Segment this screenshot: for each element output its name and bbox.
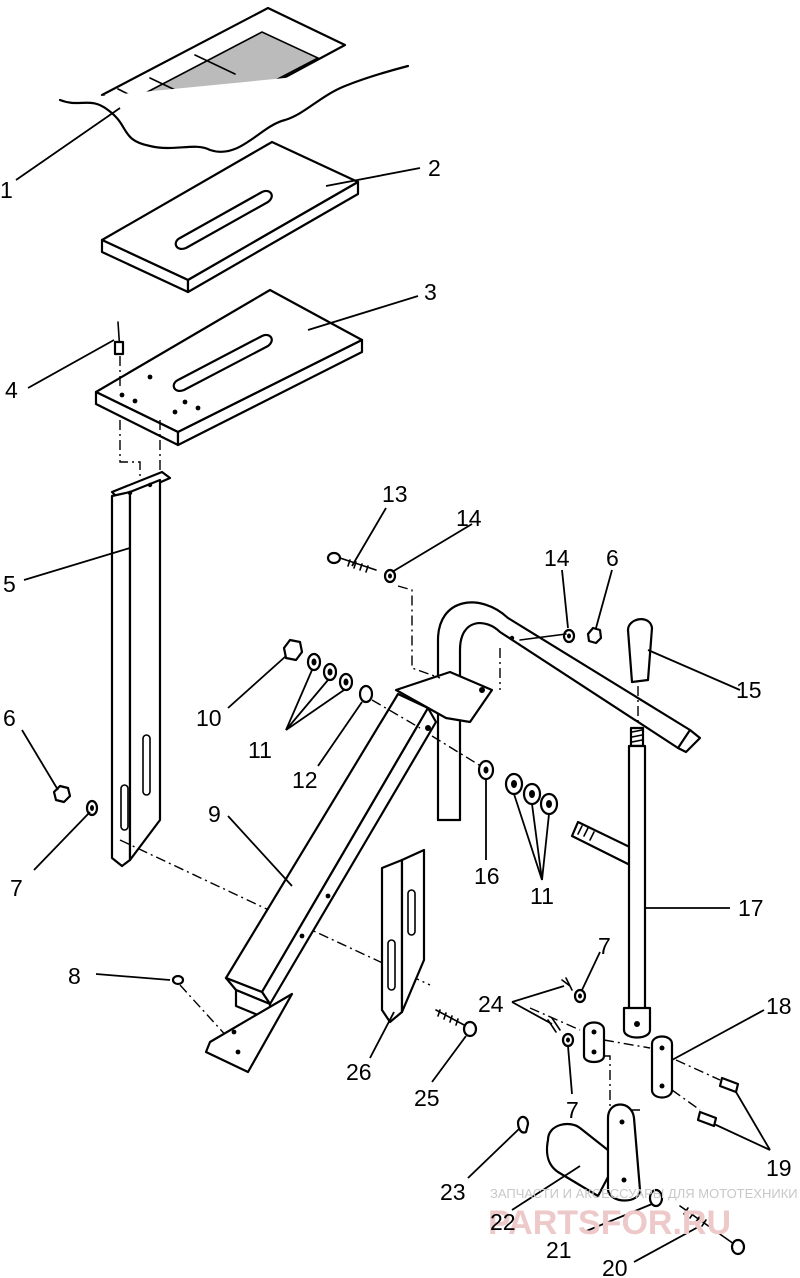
callout-4: 4	[5, 377, 18, 403]
callout-7: 7	[10, 875, 23, 901]
callout-2: 2	[428, 155, 441, 181]
part-21-washer	[648, 1188, 664, 1208]
part-20-bolt	[679, 1205, 746, 1256]
watermark-caption: ЗАПЧАСТИ И АКСЕССУАРЫ ДЛЯ МОТОТЕХНИКИ	[490, 1186, 798, 1201]
callout-15: 15	[736, 677, 762, 703]
callout-23: 23	[440, 1179, 466, 1205]
callout-18: 18	[766, 993, 792, 1019]
leader-lines	[15, 107, 771, 1263]
watermark-logo: PARTSFOR.RU	[488, 1204, 731, 1242]
part-18-linkage-plates	[582, 1021, 674, 1099]
part-4-screw	[113, 321, 125, 386]
callout-24: 24	[478, 991, 504, 1017]
callout-25: 25	[414, 1085, 440, 1111]
part-6-nut-right	[586, 626, 603, 645]
callout-17: 17	[738, 895, 764, 921]
part-25-bolt	[435, 1009, 478, 1038]
frame-bracket-plate	[394, 670, 494, 724]
callout-26: 26	[346, 1059, 372, 1085]
part-17-shift-rod	[622, 726, 652, 1039]
callout-19: 19	[766, 1155, 792, 1181]
callout-14: 14	[544, 545, 570, 571]
part-3-bracket-plate	[94, 288, 364, 447]
part-1-floor-mat	[58, 6, 410, 153]
part-11-washers-left	[306, 652, 354, 692]
callout-11: 11	[248, 737, 272, 763]
callout-14: 14	[456, 505, 482, 531]
part-5-vertical-bracket	[110, 420, 172, 868]
callout-16: 16	[474, 863, 500, 889]
callout-3: 3	[424, 279, 437, 305]
callout-7: 7	[566, 1097, 579, 1123]
callout-11: 11	[530, 883, 554, 909]
part-7-washer-lower	[561, 1032, 575, 1048]
part-12-spacer	[358, 684, 374, 704]
part-7-washer-upper	[573, 988, 587, 1004]
part-10-nut	[282, 638, 304, 662]
part-9-diagonal-tube	[204, 692, 438, 1074]
callout-5: 5	[3, 571, 16, 597]
part-7-washer-left	[85, 799, 99, 817]
part-2-slotted-pad	[100, 140, 360, 294]
callout-20: 20	[602, 1255, 628, 1278]
callout-10: 10	[196, 705, 222, 731]
callout-9: 9	[208, 801, 221, 827]
callout-6: 6	[3, 705, 16, 731]
part-8-pin	[171, 974, 231, 1041]
callout-6: 6	[606, 545, 619, 571]
part-23-clip	[516, 1115, 530, 1134]
part-13-bolt	[326, 551, 377, 573]
callout-8: 8	[68, 963, 81, 989]
watermark: ЗАПЧАСТИ И АКСЕССУАРЫ ДЛЯ МОТОТЕХНИКИ PA…	[488, 1186, 798, 1242]
callout-22: 22	[490, 1209, 516, 1235]
callout-21: 21	[546, 1237, 572, 1263]
part-26-slotted-bracket	[380, 848, 426, 1024]
part-19-pins	[696, 1076, 740, 1128]
callout-labels: 1 2 3 4 5 6 7 8 9 10 11 12 13 14 14 6 15…	[0, 155, 792, 1278]
callout-13: 13	[382, 481, 408, 507]
part-14-washer-left	[383, 568, 397, 584]
part-15-knob	[626, 618, 654, 726]
frame-tube-loop	[436, 601, 702, 822]
part-16-washer	[477, 759, 495, 781]
callout-7: 7	[598, 933, 611, 959]
part-11-washers-right	[504, 772, 559, 816]
part-22-pivot-arm	[545, 1103, 642, 1202]
callout-1: 1	[0, 177, 13, 203]
part-14-washer-right	[562, 628, 576, 644]
callout-12: 12	[292, 767, 318, 793]
